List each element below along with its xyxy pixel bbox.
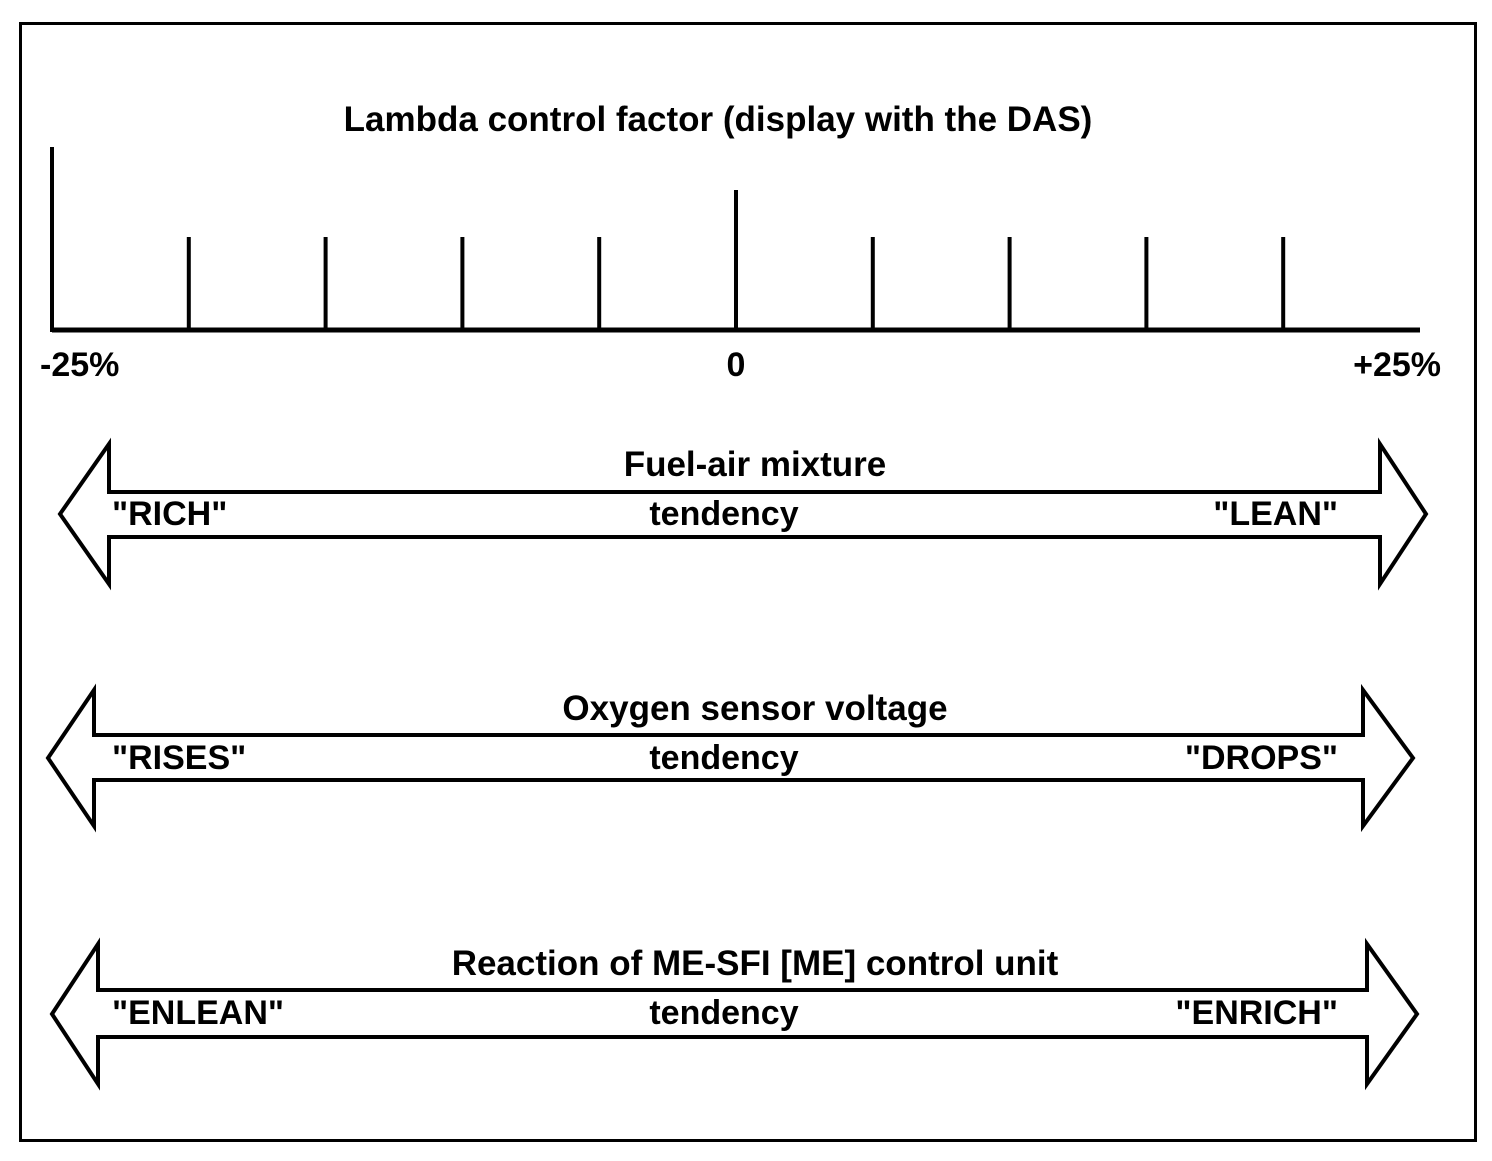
tendency-label: tendency — [649, 495, 799, 533]
fuel-air-mixture-labels: "RICH" tendency "LEAN" — [110, 495, 1338, 533]
me-sfi-reaction-title: Reaction of ME-SFI [ME] control unit — [451, 944, 1059, 983]
oxygen-sensor-voltage-title: Oxygen sensor voltage — [562, 689, 948, 728]
diagram-frame — [19, 22, 1477, 1142]
tendency-label: tendency — [649, 739, 799, 777]
me-sfi-reaction-arrow — [49, 937, 1420, 1091]
scale-min-label: -25% — [40, 346, 120, 384]
drops-label: "DROPS" — [1184, 739, 1338, 777]
rises-label: "RISES" — [112, 739, 247, 777]
fuel-air-mixture-title: Fuel-air mixture — [623, 445, 887, 484]
rich-label: "RICH" — [112, 495, 228, 533]
enrich-label: "ENRICH" — [1175, 994, 1338, 1032]
scale-zero-label: 0 — [726, 346, 746, 384]
tendency-label: tendency — [649, 994, 799, 1032]
page-title: Lambda control factor (display with the … — [343, 100, 1093, 139]
oxygen-sensor-voltage-labels: "RISES" tendency "DROPS" — [110, 739, 1338, 777]
scale-max-label: +25% — [1353, 346, 1441, 384]
lean-label: "LEAN" — [1213, 495, 1338, 533]
me-sfi-reaction-labels: "ENLEAN" tendency "ENRICH" — [110, 994, 1338, 1032]
fuel-air-mixture-arrow — [57, 437, 1429, 591]
scale-ticks — [50, 147, 1286, 332]
enlean-label: "ENLEAN" — [112, 994, 285, 1032]
oxygen-sensor-voltage-arrow — [45, 683, 1416, 833]
